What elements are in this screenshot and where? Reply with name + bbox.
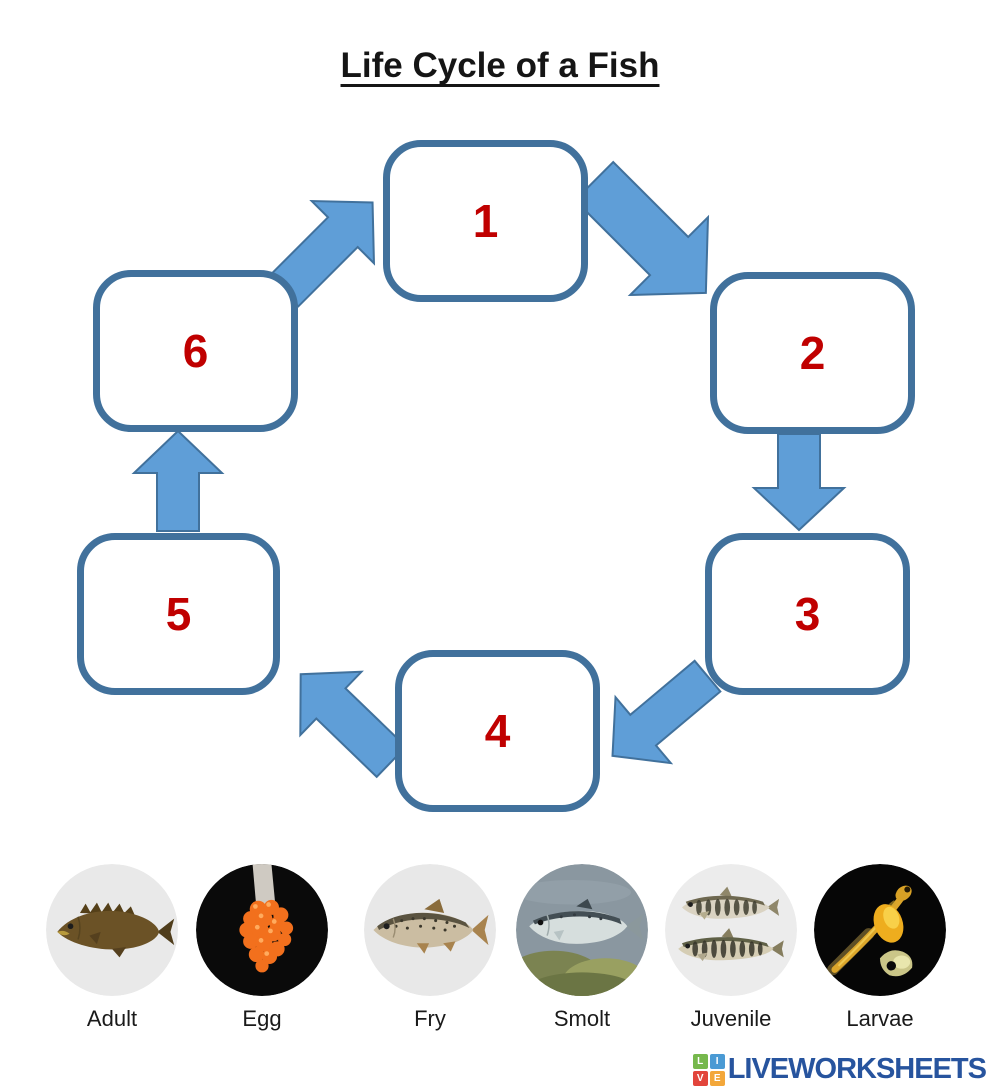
stage-image-smolt[interactable] bbox=[516, 864, 648, 996]
cycle-arrows bbox=[131, 160, 847, 779]
stage-label-adult: Adult bbox=[86, 1006, 138, 1031]
page-title: Life Cycle of a Fish bbox=[340, 46, 660, 85]
logo-square-e: E bbox=[709, 1070, 725, 1086]
arrow-3-to-4 bbox=[611, 659, 722, 765]
arrow-2-to-3 bbox=[751, 433, 847, 532]
adult-fish-photo bbox=[46, 864, 178, 996]
arrow-6-to-1 bbox=[267, 199, 376, 308]
liveworksheets-logo[interactable]: L I V E LIVEWORKSHEETS bbox=[692, 1053, 987, 1086]
liveworksheets-wordmark: LIVEWORKSHEETS bbox=[727, 1053, 987, 1085]
logo-square-v: V bbox=[692, 1070, 708, 1086]
juvenile-fish-photo bbox=[665, 864, 797, 996]
larvae-fish-photo bbox=[814, 864, 946, 996]
logo-square-i: I bbox=[709, 1053, 725, 1069]
cycle-box-number: 4 bbox=[484, 705, 511, 757]
arrow-5-to-6 bbox=[131, 429, 225, 532]
cycle-box-number: 2 bbox=[799, 327, 826, 379]
egg-cluster-photo bbox=[196, 864, 328, 996]
stage-label-fry: Fry bbox=[414, 1006, 446, 1031]
stage-label-egg: Egg bbox=[242, 1006, 282, 1031]
cycle-box-2[interactable]: 2 bbox=[710, 272, 915, 434]
stage-image-juvenile[interactable] bbox=[665, 864, 797, 996]
liveworksheets-icon: L I V E bbox=[692, 1053, 725, 1086]
stage-image-adult[interactable] bbox=[46, 864, 178, 996]
cycle-box-number: 1 bbox=[472, 195, 499, 247]
cycle-box-5[interactable]: 5 bbox=[77, 533, 280, 695]
stage-label-smolt: Smolt bbox=[553, 1006, 611, 1031]
cycle-box-3[interactable]: 3 bbox=[705, 533, 910, 695]
cycle-box-number: 3 bbox=[794, 588, 821, 640]
logo-square-l: L bbox=[692, 1053, 708, 1069]
cycle-box-6[interactable]: 6 bbox=[93, 270, 298, 432]
cycle-box-number: 5 bbox=[165, 588, 192, 640]
smolt-fish-photo bbox=[516, 864, 648, 996]
cycle-box-number: 6 bbox=[182, 325, 209, 377]
cycle-box-1[interactable]: 1 bbox=[383, 140, 588, 302]
stage-label-juvenile: Juvenile bbox=[690, 1006, 772, 1031]
cycle-box-4[interactable]: 4 bbox=[395, 650, 600, 812]
stage-image-fry[interactable] bbox=[364, 864, 496, 996]
stage-label-larvae: Larvae bbox=[846, 1006, 914, 1031]
stage-image-larvae[interactable] bbox=[814, 864, 946, 996]
stage-image-egg[interactable] bbox=[196, 864, 328, 996]
fry-fish-photo bbox=[364, 864, 496, 996]
